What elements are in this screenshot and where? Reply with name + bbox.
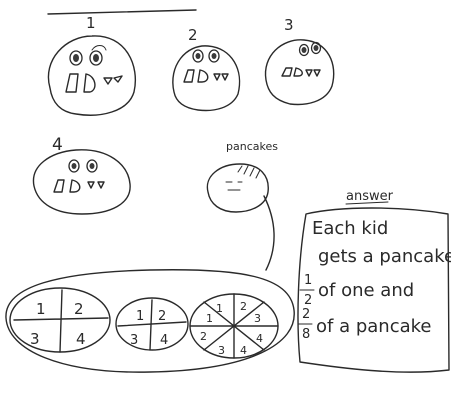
fraction-2-denominator: 8 bbox=[302, 327, 310, 342]
pancake-piece-icon bbox=[98, 182, 104, 188]
pancake-piece-label: 1 bbox=[136, 309, 144, 324]
answer-line-2: gets a pancake bbox=[318, 246, 451, 267]
pancake-piece-label: 1 bbox=[216, 302, 223, 315]
pupil-icon bbox=[212, 53, 217, 59]
pancake-cut-lines bbox=[14, 290, 108, 352]
pancakes-label: pancakes bbox=[226, 140, 278, 153]
answer-line-3: of one and bbox=[318, 280, 414, 301]
pancake-piece-label: 1 bbox=[206, 312, 213, 325]
pancake-piece-icon bbox=[88, 182, 94, 188]
eyebrow-icon bbox=[92, 46, 106, 51]
pancake-piece-label: 3 bbox=[254, 312, 261, 325]
top-line bbox=[48, 10, 196, 14]
kid-number: 2 bbox=[188, 26, 198, 44]
pupil-icon bbox=[73, 54, 79, 62]
pancake-piece-label: 3 bbox=[218, 344, 225, 357]
pancake-piece-icon bbox=[294, 68, 302, 76]
pancake-piece-icon bbox=[66, 74, 78, 92]
pancake-piece-icon bbox=[314, 70, 320, 76]
kid-number: 3 bbox=[284, 16, 294, 34]
pupil-icon bbox=[93, 54, 99, 62]
pupil-icon bbox=[314, 45, 319, 51]
pupil-icon bbox=[90, 163, 95, 169]
pancake-2: 1 2 3 4 bbox=[116, 298, 188, 350]
answer-section: answer Each kid gets a pancake 1 2 of on… bbox=[298, 189, 451, 372]
pancake-piece-label: 2 bbox=[74, 300, 84, 318]
pancake-1: 1 2 3 4 bbox=[10, 288, 110, 352]
pupil-icon bbox=[302, 47, 307, 53]
pancake-piece-icon bbox=[222, 74, 228, 80]
kid-face bbox=[33, 150, 130, 214]
fraction-2-numerator: 2 bbox=[302, 307, 310, 322]
pancake-piece-label: 1 bbox=[36, 300, 46, 318]
answer-line-4: of a pancake bbox=[316, 316, 431, 337]
pancake-piece-label: 3 bbox=[130, 333, 138, 348]
pancake-piece-icon bbox=[114, 76, 122, 82]
pancake-piece-icon bbox=[184, 70, 194, 82]
face-marks-icon bbox=[226, 182, 242, 190]
pancake-piece-icon bbox=[306, 70, 312, 76]
connector-line bbox=[264, 196, 274, 270]
pancake-piece-label: 2 bbox=[240, 300, 247, 313]
kid-3: 3 bbox=[265, 16, 333, 104]
pupil-icon bbox=[72, 163, 77, 169]
fraction-1-numerator: 1 bbox=[304, 273, 312, 288]
pancake-3: 1 2 3 4 1 2 3 4 bbox=[190, 294, 278, 358]
pancake-piece-icon bbox=[70, 180, 80, 192]
pancake-piece-icon bbox=[84, 74, 95, 92]
kid-face bbox=[173, 46, 240, 111]
pancake-piece-icon bbox=[198, 70, 208, 82]
pancake-group-outline bbox=[6, 270, 294, 372]
pancake-group: 1 2 3 4 1 2 3 4 1 2 3 4 1 2 3 4 bbox=[6, 270, 294, 372]
pancake-piece-icon bbox=[282, 68, 292, 76]
fraction-1-denominator: 2 bbox=[304, 293, 312, 308]
pancake-piece-label: 2 bbox=[158, 309, 166, 324]
pancake-piece-icon bbox=[104, 78, 112, 84]
pupil-icon bbox=[196, 53, 201, 59]
answer-line-1: Each kid bbox=[312, 218, 388, 239]
pancake-piece-icon bbox=[54, 180, 64, 192]
kid-4: 4 bbox=[33, 135, 130, 214]
kid-1: 1 bbox=[48, 14, 135, 115]
kid-number: 1 bbox=[86, 14, 96, 32]
pancake-cut-lines bbox=[118, 300, 186, 350]
pancake-piece-label: 4 bbox=[256, 332, 263, 345]
pancake-piece-label: 4 bbox=[240, 344, 247, 357]
pancake-piece-icon bbox=[214, 74, 220, 80]
pancake-piece-label: 3 bbox=[30, 330, 40, 348]
pancake-piece-label: 2 bbox=[200, 330, 207, 343]
pancake-piece-label: 4 bbox=[76, 330, 86, 348]
pancake-piece-label: 4 bbox=[160, 333, 168, 348]
pancakes-sketch bbox=[207, 164, 274, 270]
kid-2: 2 bbox=[173, 26, 240, 110]
